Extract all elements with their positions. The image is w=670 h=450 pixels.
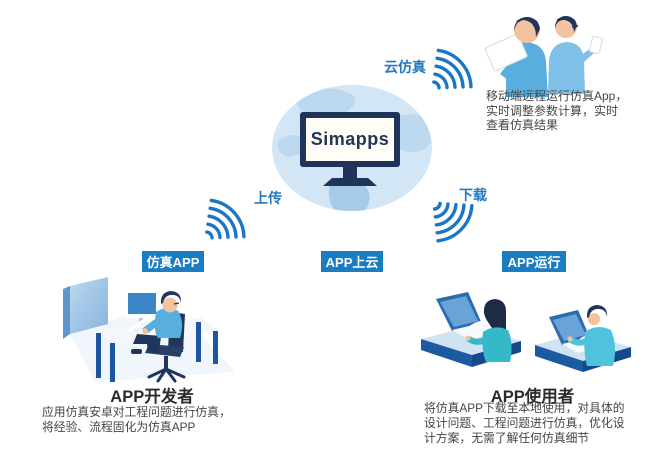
user-description-line: 将仿真APP下载至本地使用，对具体的 (424, 401, 625, 415)
app-users-illustration (421, 292, 631, 372)
mobile-note-line: 实时调整参数计算，实时 (486, 103, 619, 118)
simapps-monitor (300, 112, 400, 186)
mobile-users-illustration (484, 15, 603, 97)
developer-description: 应用仿真安卓对工程问题进行仿真， 将经验、流程固化为仿真APP (42, 405, 231, 435)
developer-description-line: 应用仿真安卓对工程问题进行仿真， (42, 405, 231, 419)
download-label: 下载 (459, 187, 487, 203)
user-description-line: 计方案，无需了解任何仿真细节 (424, 431, 590, 445)
mobile-note-line: 移动端远程运行仿真App， (486, 89, 628, 103)
workstation-woman (421, 292, 521, 367)
user-description: 将仿真APP下载至本地使用，对具体的 设计问题、工程问题进行仿真，优化设 计方案… (424, 401, 625, 446)
developer-description-line: 将经验、流程固化为仿真APP (42, 420, 196, 434)
upload-label: 上传 (254, 190, 282, 206)
mobile-note: 移动端远程运行仿真App， 实时调整参数计算，实时 查看仿真结果 (486, 89, 656, 133)
stage-app-to-cloud: APP上云 (321, 251, 383, 272)
platform-name: Simapps (310, 129, 390, 149)
mobile-note-line: 查看仿真结果 (486, 118, 559, 132)
stage-app-run: APP运行 (502, 251, 566, 272)
upload-wifi-icon (191, 192, 253, 255)
user-title: APP使用者 (490, 388, 575, 406)
stage-simulation-app: 仿真APP (142, 251, 204, 272)
developer-title: APP开发者 (110, 388, 194, 406)
workstation-man (535, 305, 631, 372)
cloud-simulation-label: 云仿真 (384, 59, 426, 75)
developer-illustration (63, 277, 235, 383)
user-description-line: 设计问题、工程问题进行仿真，优化设 (424, 416, 625, 430)
cloud-wifi-icon (418, 42, 480, 105)
globe-illustration (272, 85, 432, 211)
